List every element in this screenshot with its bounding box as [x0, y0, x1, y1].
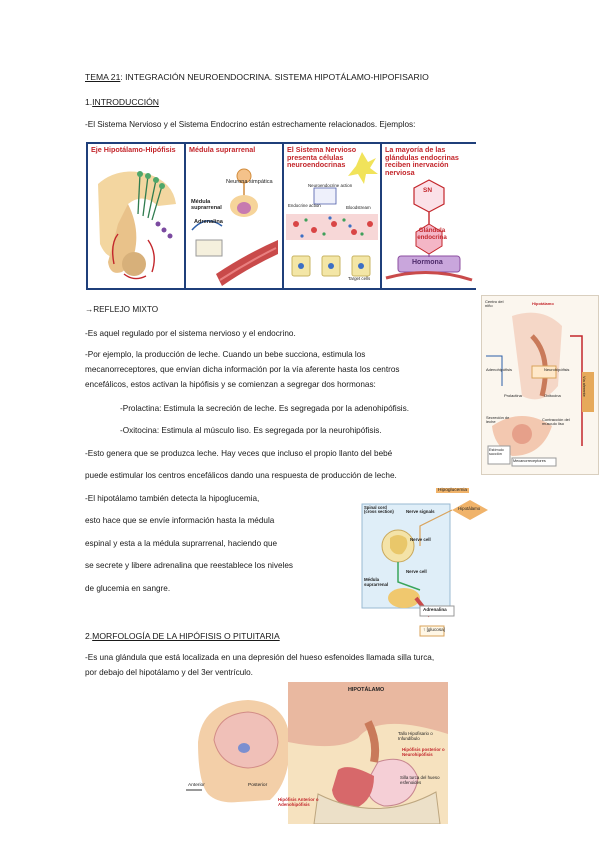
section-2-heading: 2.MORFOLOGÍA DE LA HIPÓFISIS O PITUITARI…	[85, 631, 280, 642]
milk-example-line-1: -Por ejemplo, la producción de leche. Cu…	[85, 350, 366, 359]
label-neurohypophysis: Neurohipófisis	[544, 367, 570, 372]
panel-title: Médula suprarrenal	[189, 145, 256, 154]
prolactin-bullet: -Prolactina: Estimula la secreción de le…	[120, 404, 409, 413]
label-adenohypophysis: Adenohipófisis	[486, 367, 513, 372]
label-sympathetic-neuron: Neurona simpática	[226, 179, 273, 185]
label-smooth-muscle-contraction: Contracción del músculo liso	[542, 417, 570, 427]
page-title: TEMA 21: INTEGRACIÓN NEUROENDOCRINA. SIS…	[85, 72, 429, 83]
hypoglycemia-line-5: de glucemia en sangre.	[85, 584, 171, 593]
label-anterior: Anterior	[188, 783, 205, 788]
label-hypothalamus: Hipotálamo	[532, 301, 554, 306]
oxytocin-bullet: -Oxitocina: Estimula al músculo liso. Es…	[120, 426, 382, 435]
figure-hypoglycemia-pathway: Hipoglucemia Hipotálamo Nerve signals Sp…	[350, 486, 500, 638]
label-target-cells: Target cells	[348, 276, 371, 281]
adrenal-medulla-illustration	[191, 168, 278, 286]
label-glucose-increase: ↑ [glucosa]	[423, 627, 445, 632]
label-anterior-pituitary: Hipófisis Anterior o Adenohipófisis	[278, 797, 319, 807]
label-hypothalamus: HIPOTÁLAMO	[348, 687, 385, 693]
label-child-center: Centro del niño	[485, 299, 504, 309]
title-topic-number: TEMA 21	[85, 72, 121, 82]
milk-result-line-2: puede estimular los centros encefálicos …	[85, 471, 397, 480]
section-1-heading: 1.INTRODUCCIÓN	[85, 97, 159, 108]
reflex-heading: →REFLEJO MIXTO	[85, 305, 159, 314]
label-afferent-pathway: Vía aferente	[582, 376, 586, 397]
milk-example-line-3: encefálicos, estos activan la hipófisis …	[85, 380, 376, 389]
panel-title: El Sistema Nervioso presenta células neu…	[287, 145, 357, 170]
label-posterior: Posterior	[248, 783, 268, 788]
pituitary-anatomy-illustration	[186, 682, 448, 824]
reflex-definition: -Es aquel regulado por el sistema nervio…	[85, 329, 296, 338]
hypothalamus-pituitary-illustration	[98, 171, 176, 280]
figure-pituitary-anatomy: Anterior Posterior HIPOTÁLAMO Tallo Hipo…	[178, 682, 448, 824]
hypoglycemia-line-3: espinal y esta a la médula suprarrenal, …	[85, 539, 278, 548]
label-pituitary-stalk: Tallo Hipofisario o Infundíbulo	[398, 731, 433, 741]
endocrine-innervation-illustration	[385, 179, 473, 282]
hypoglycemia-line-4: se secrete y libere adrenalina que reest…	[85, 561, 293, 570]
panel-hypothalamus-pituitary: Eje Hipotálamo-Hipófisis	[86, 142, 186, 290]
milk-result-line-1: -Esto genera que se produzca leche. Hay …	[85, 449, 393, 458]
pituitary-description-line-1: -Es una glándula que está localizada en …	[85, 653, 435, 662]
intro-paragraph: -El Sistema Nervioso y el Sistema Endocr…	[85, 120, 416, 129]
label-endocrine-action: Endocrine action	[288, 203, 321, 208]
panel-title: La mayoría de las glándulas endocrinas r…	[385, 145, 459, 177]
section-heading-text: MORFOLOGÍA DE LA HIPÓFISIS O PITUITARIA	[92, 631, 280, 641]
section-heading-text: INTRODUCCIÓN	[92, 97, 160, 107]
label-bloodstream: Bloodstream	[346, 205, 371, 210]
label-nerve-cell-2: Nerve cell	[406, 569, 427, 574]
hypoglycemia-line-1: -El hipotálamo también detecta la hipogl…	[85, 494, 260, 503]
label-sella-turcica: Silla turca del hueso esfenoides	[400, 775, 440, 785]
label-posterior-pituitary: Hipófisis posterior o Neurohipófisis	[402, 747, 445, 757]
section-number: 1.	[85, 97, 93, 107]
label-nervous-system: SN	[423, 187, 433, 194]
label-adrenaline: Adrenalina	[194, 219, 223, 225]
label-adrenaline: Adrenalina	[423, 607, 447, 612]
label-hypoglycemia: Hipoglucemia	[436, 488, 470, 494]
panel-title: Eje Hipotálamo-Hipófisis	[91, 145, 176, 154]
label-nerve-cell: Nerve cell	[410, 537, 431, 542]
label-mechanoreceptors: Mecanorreceptores	[513, 459, 546, 463]
panel-endocrine-innervation: La mayoría de las glándulas endocrinas r…	[380, 142, 476, 290]
label-prolactin: Prolactina	[504, 393, 522, 398]
label-hormone: Hormona	[412, 259, 443, 266]
label-adrenal-medulla: Médula suprarrenal	[364, 577, 389, 587]
label-oxytocin: Oxitocina	[544, 393, 561, 398]
panel-adrenal-medulla: Médula suprarrenal Neurona simpática Méd…	[184, 142, 284, 290]
pituitary-description-line-2: por debajo del hipotálamo y del 3er vent…	[85, 668, 253, 677]
section-number: 2.	[85, 631, 93, 641]
figure-lactation-reflex: Centro del niño Hipotálamo Neurohipófisi…	[481, 295, 599, 475]
neuroendocrine-cells-illustration	[286, 152, 378, 277]
label-suckling-stimulus: Estímulo succión	[489, 448, 504, 456]
title-text: : INTEGRACIÓN NEUROENDOCRINA. SISTEMA HI…	[120, 72, 429, 82]
label-spinal-cord: Spinal cord (cross section)	[364, 505, 394, 515]
figure-neuroendocrine-examples: Eje Hipotálamo-Hipófisis Médula suprarre…	[86, 142, 476, 290]
label-adrenal-medulla: Médula suprarrenal	[191, 199, 222, 211]
milk-example-line-2: mecanorreceptores, que envían dicha info…	[85, 365, 400, 374]
hypoglycemia-pathway-illustration	[361, 500, 488, 637]
label-nerve-signals: Nerve signals	[406, 509, 435, 514]
hypoglycemia-line-2: esto hace que se envíe información hasta…	[85, 516, 275, 525]
label-milk-secretion: Secreción de leche	[486, 415, 510, 425]
label-hypothalamus: Hipotálamo	[458, 506, 481, 511]
lactation-reflex-illustration	[486, 312, 594, 467]
panel-neuroendocrine-cells: El Sistema Nervioso presenta células neu…	[282, 142, 382, 290]
label-neuroendocrine-action: Neuroendocrine action	[308, 183, 353, 188]
label-endocrine-gland: Glándula endocrina	[417, 227, 447, 241]
